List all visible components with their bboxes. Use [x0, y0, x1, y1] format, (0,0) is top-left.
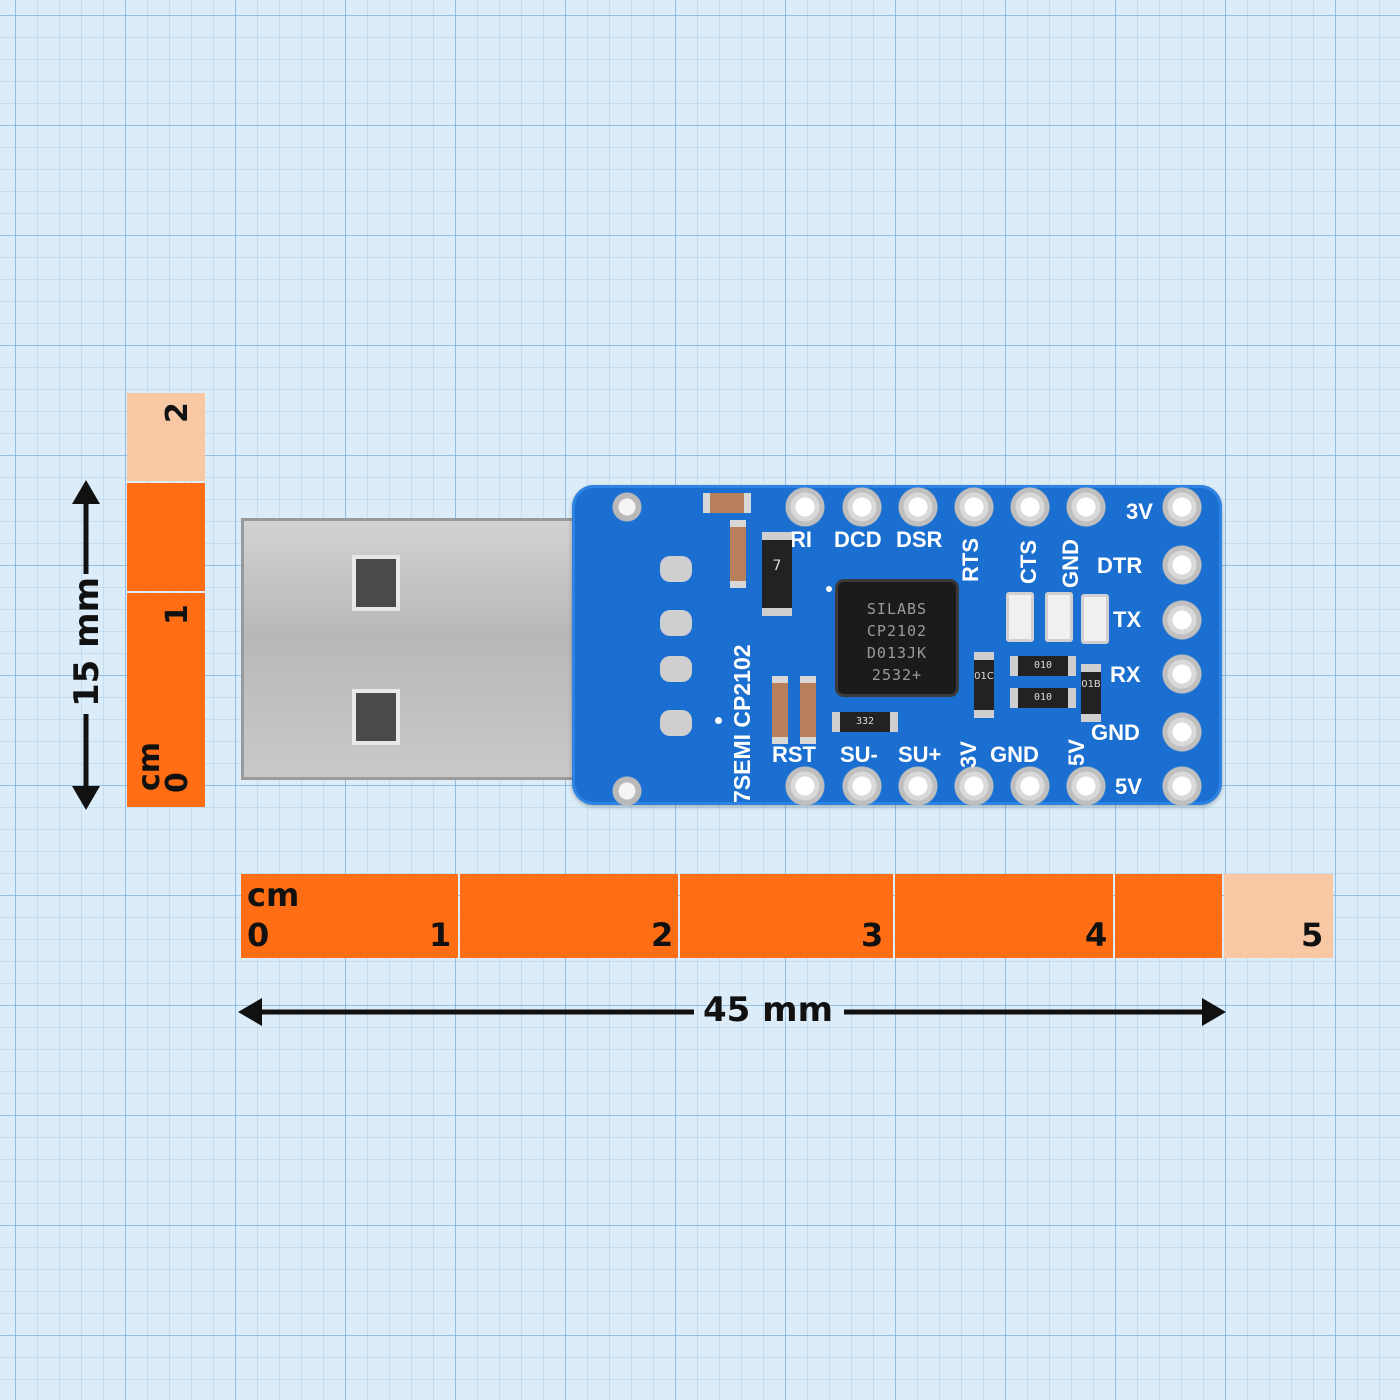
horizontal-dimension-label: 45 mm: [703, 990, 834, 1030]
pin-label-gnd-bottom: GND: [990, 742, 1039, 767]
header-pad: [1162, 600, 1202, 640]
vertical-ruler-inactive-segment: [127, 393, 205, 481]
pin-label-dsr: DSR: [896, 527, 943, 552]
horizontal-dimension-arrow: [238, 998, 1226, 1026]
pin1-dot: [715, 717, 722, 724]
header-pad: [785, 766, 825, 806]
led-tx: [1081, 594, 1109, 644]
header-pad: [1162, 766, 1202, 806]
resistor: 01B: [1081, 664, 1101, 722]
header-pad: [842, 766, 882, 806]
vertical-dimension-arrow: [72, 480, 100, 810]
diode: 7: [762, 532, 792, 616]
horizontal-ruler-segment: [460, 874, 678, 958]
usb-pin-pad: [660, 556, 692, 582]
cp2102-chip: SILABS CP2102 D013JK 2532+: [838, 582, 956, 694]
vertical-ruler-segment: [127, 483, 205, 591]
led-cts: [1006, 592, 1034, 642]
horizontal-ruler-segment: [895, 874, 1113, 958]
usb-pin-pad: [660, 656, 692, 682]
header-pad: [1066, 766, 1106, 806]
horizontal-ruler-inactive-segment: [1224, 874, 1333, 958]
capacitor: [800, 676, 816, 744]
vertical-ruler-tick-2: 2: [159, 402, 195, 423]
resistor: 010: [1010, 688, 1076, 708]
pin-label-su-plus: SU+: [898, 742, 942, 767]
pin-label-tx: TX: [1113, 607, 1142, 632]
usb-window: [352, 689, 400, 745]
capacitor: [730, 520, 746, 588]
vertical-ruler-tick-1: 1: [159, 604, 195, 625]
vertical-dimension-label: 15 mm: [67, 576, 107, 707]
horizontal-ruler-tick-3: 3: [861, 916, 884, 954]
header-pad: [1162, 545, 1202, 585]
pin-label-gnd-right: GND: [1091, 720, 1140, 745]
capacitor: [772, 676, 788, 744]
resistor: 332: [832, 712, 898, 732]
pin-label-dtr: DTR: [1097, 553, 1143, 578]
chip-pin1-dot: [826, 586, 832, 592]
horizontal-ruler: cm 0 1 2 3 4 5: [241, 874, 1333, 958]
chip-line-3: D013JK: [866, 644, 928, 662]
capacitor: [703, 493, 751, 513]
header-pad: [954, 766, 994, 806]
pin-label-3v: 3V: [1126, 499, 1153, 524]
header-pad: [785, 487, 825, 527]
header-pad: [1162, 487, 1202, 527]
chip-line-4: 2532+: [871, 666, 923, 684]
header-pad: [1066, 487, 1106, 527]
board-brand: 7SEMI CP2102: [729, 644, 755, 803]
mount-tab: [612, 776, 642, 806]
horizontal-ruler-segment: [241, 874, 458, 958]
pin-label-dcd: DCD: [834, 527, 882, 552]
pin-label-rst: RST: [772, 742, 816, 767]
pin-label-cts: CTS: [1016, 540, 1041, 584]
pin-label-rx: RX: [1110, 662, 1141, 687]
pin-label-ri: RI: [790, 527, 812, 552]
resistor: 010: [1010, 656, 1076, 676]
chip-line-1: SILABS: [866, 600, 928, 618]
usb-pin-pad: [660, 710, 692, 736]
pin-label-5v-bottom: 5V: [1064, 739, 1089, 766]
horizontal-ruler-tick-1: 1: [429, 916, 452, 954]
header-pad: [1162, 654, 1202, 694]
pin-label-5v-right: 5V: [1115, 774, 1142, 799]
vertical-ruler: 2 1 0 cm: [127, 393, 205, 807]
header-pad: [1010, 766, 1050, 806]
header-pad: [898, 766, 938, 806]
chip-line-2: CP2102: [866, 622, 928, 640]
pin-label-3v-bottom: 3V: [956, 741, 981, 768]
horizontal-ruler-tick-2: 2: [651, 916, 674, 954]
pin-label-su-minus: SU-: [840, 742, 878, 767]
pin-label-gnd: GND: [1058, 539, 1083, 588]
usb-window: [352, 555, 400, 611]
header-pad: [842, 487, 882, 527]
usb-pin-pad: [660, 610, 692, 636]
vertical-ruler-segment: [127, 593, 205, 807]
horizontal-ruler-tick-0: 0: [247, 916, 270, 954]
horizontal-ruler-unit: cm: [247, 876, 300, 914]
vertical-ruler-unit: cm: [132, 741, 168, 792]
resistor: 01C: [974, 652, 994, 718]
header-pad: [898, 487, 938, 527]
horizontal-ruler-segment: [1115, 874, 1222, 958]
header-pad: [954, 487, 994, 527]
horizontal-ruler-tick-5: 5: [1301, 916, 1324, 954]
led-power: [1045, 592, 1073, 642]
header-pad: [1162, 712, 1202, 752]
pin-label-rts: RTS: [958, 538, 983, 582]
header-pad: [1010, 487, 1050, 527]
mount-tab: [612, 492, 642, 522]
horizontal-ruler-segment: [680, 874, 893, 958]
horizontal-ruler-tick-4: 4: [1085, 916, 1108, 954]
